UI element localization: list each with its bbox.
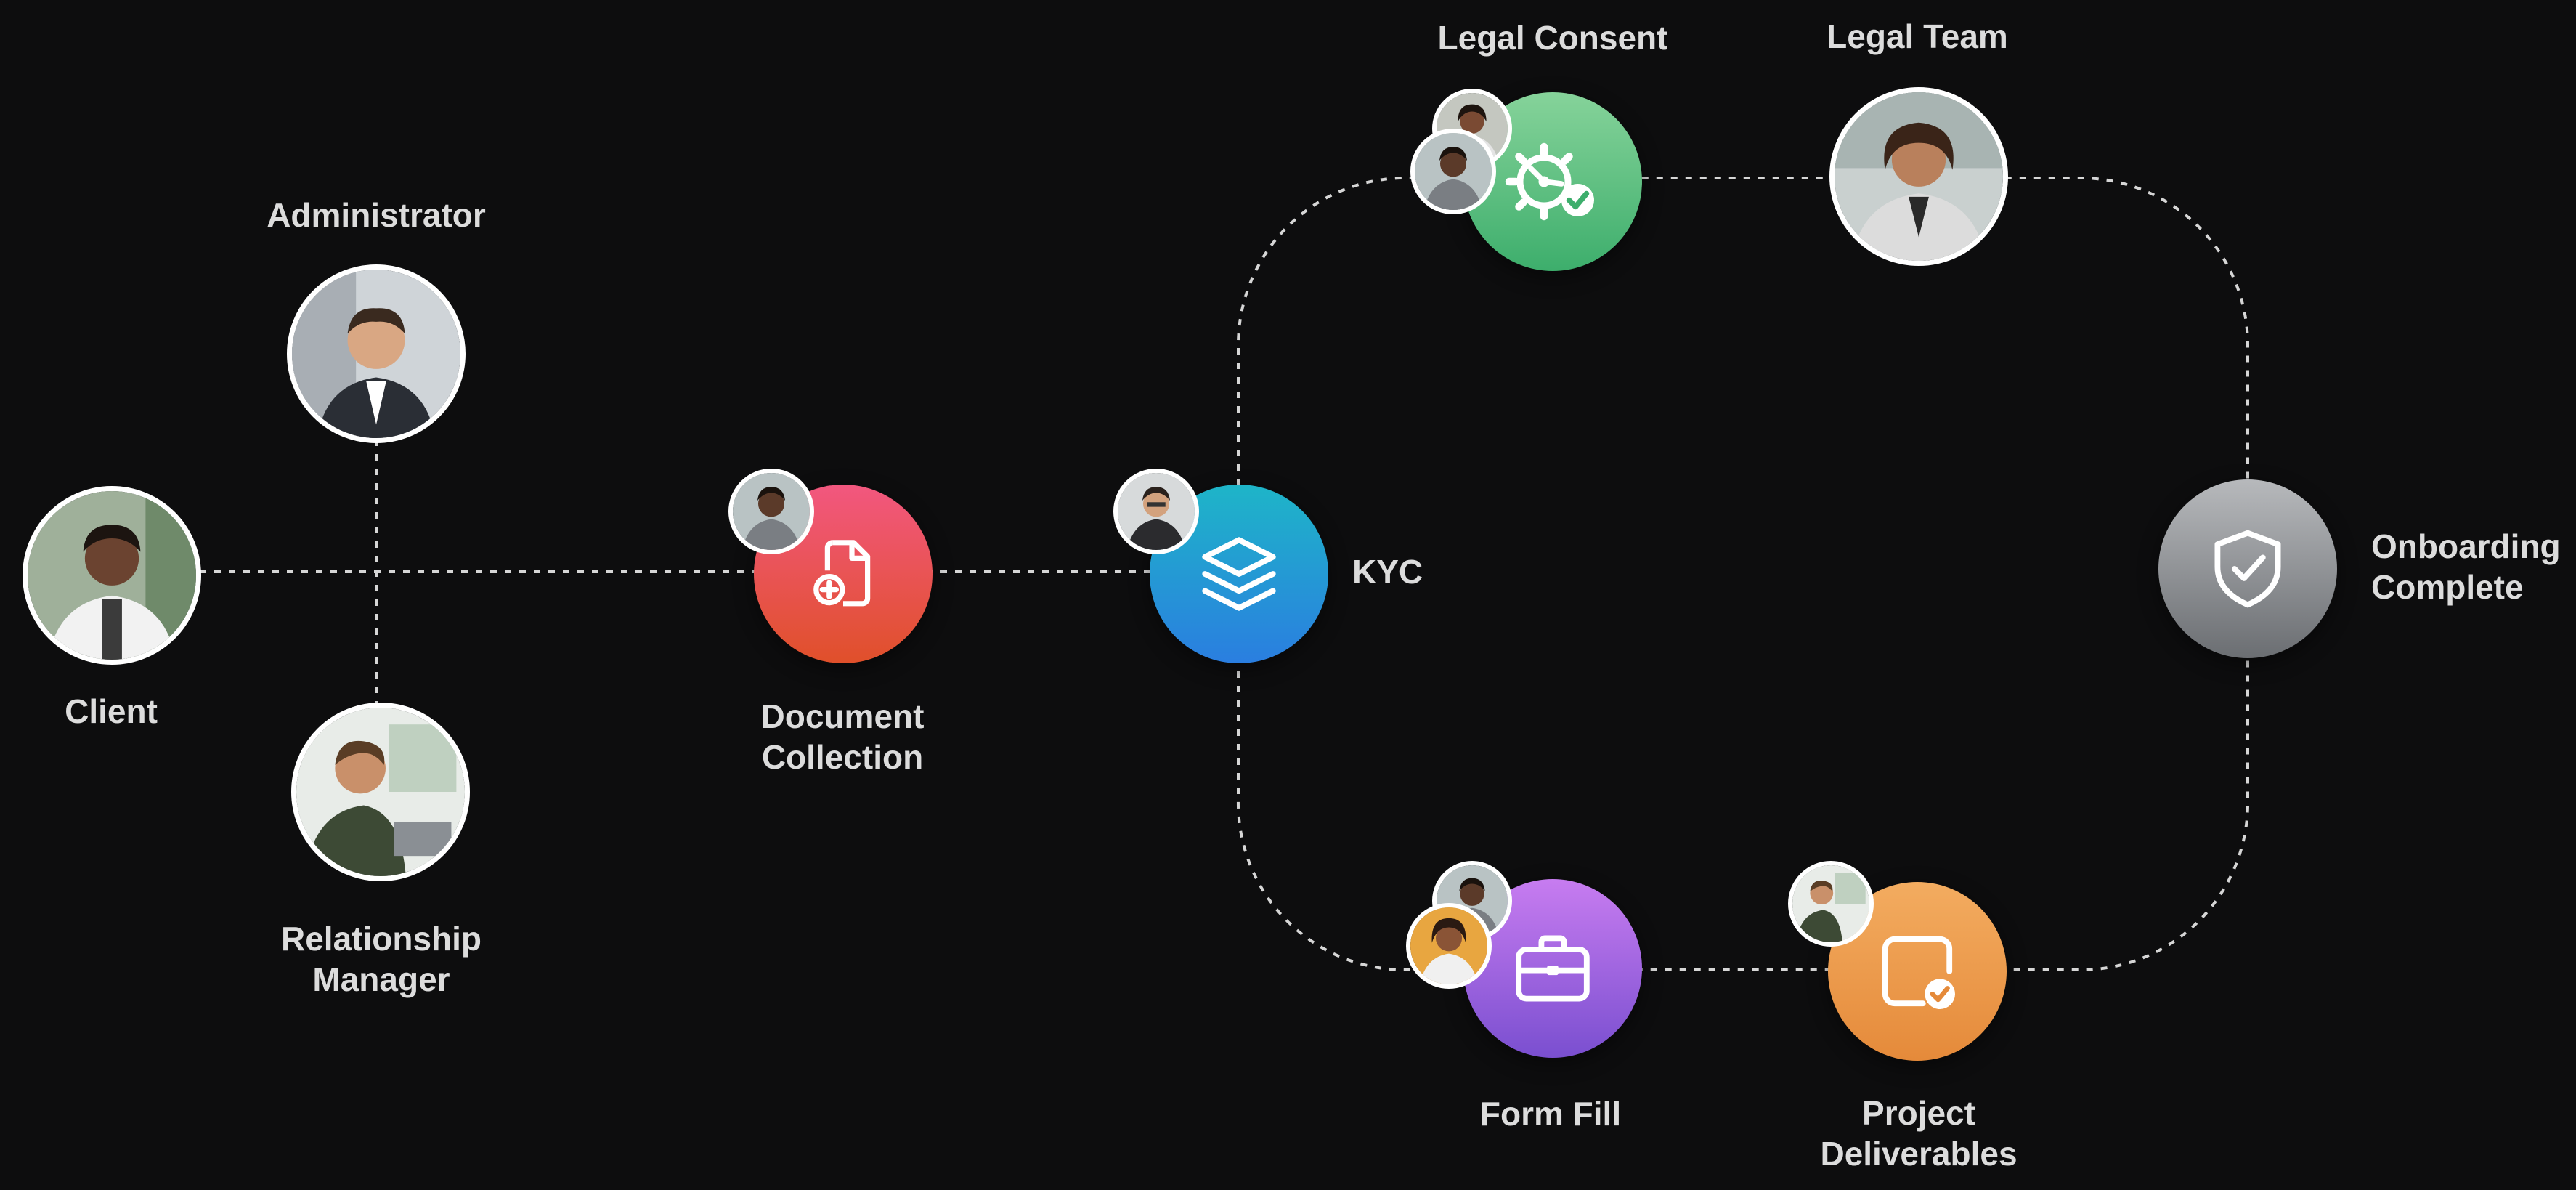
briefcase-icon <box>1516 935 1590 1002</box>
project-deliverables-label: Project Deliverables <box>1820 1094 2018 1173</box>
square-check-icon <box>1882 936 1955 1009</box>
gear-check-icon <box>1505 142 1594 221</box>
administrator-label: Administrator <box>267 196 486 234</box>
person-photo-icon <box>28 491 196 660</box>
kyc-participant-avatar <box>1113 469 1199 554</box>
relationship-manager-avatar[interactable] <box>291 703 470 881</box>
form-fill-participant-avatar-2 <box>1406 903 1492 989</box>
onboarding-complete-node[interactable] <box>2158 479 2337 658</box>
connector-loop <box>1236 177 2250 971</box>
project-deliverables-participant-avatar <box>1788 861 1874 947</box>
person-photo-icon <box>1835 92 2003 261</box>
legal-team-avatar[interactable] <box>1829 87 2008 266</box>
layers-icon <box>1202 537 1276 611</box>
kyc-label: KYC <box>1352 553 1423 591</box>
client-avatar[interactable] <box>23 486 201 665</box>
document-collection-participant-avatar <box>728 469 814 554</box>
administrator-avatar[interactable] <box>287 264 466 443</box>
client-label: Client <box>65 692 158 730</box>
document-add-icon <box>813 540 871 607</box>
onboarding-complete-label: Onboarding Complete <box>2371 527 2561 606</box>
form-fill-label: Form Fill <box>1479 1095 1622 1133</box>
shield-check-icon <box>2214 530 2281 608</box>
document-collection-label: Document Collection <box>760 697 925 776</box>
legal-team-label: Legal Team <box>1827 17 2008 55</box>
person-photo-icon <box>292 270 460 438</box>
relationship-manager-label: Relationship Manager <box>280 920 482 998</box>
person-photo-icon <box>296 708 465 876</box>
legal-consent-participant-avatar-2 <box>1410 129 1496 214</box>
legal-consent-label: Legal Consent <box>1437 19 1668 57</box>
